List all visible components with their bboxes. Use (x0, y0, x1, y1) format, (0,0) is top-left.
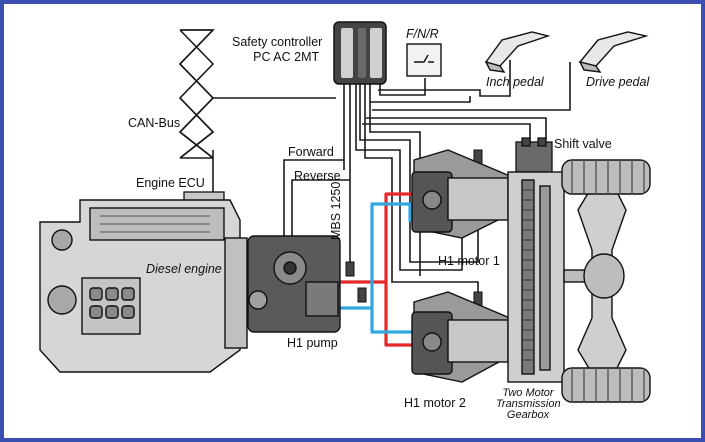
can-bus-label: CAN-Bus (128, 116, 181, 130)
h1-pump (247, 235, 341, 333)
diesel-engine-label: Diesel engine (146, 262, 222, 276)
drive-pedal-label: Drive pedal (586, 75, 650, 89)
forward-label: Forward (288, 145, 334, 159)
gearbox-label-line3: Gearbox (506, 409, 550, 421)
engine-ecu-label: Engine ECU (136, 176, 205, 190)
fnr-switch (406, 43, 442, 77)
inch-pedal (484, 31, 551, 73)
diesel-engine (39, 199, 248, 373)
shift-valve-label: Shift valve (554, 137, 612, 151)
h1-motor-1-label: H1 motor 1 (438, 254, 500, 268)
gearbox-label: Two Motor Transmission Gearbox (496, 387, 561, 421)
safety-controller-label: Safety controller PC AC 2MT (232, 36, 322, 63)
gearbox-label-line2: Transmission (496, 398, 561, 410)
wheel-top (561, 159, 651, 195)
control-wiring (178, 29, 571, 302)
wheel-bottom (561, 367, 651, 403)
h1-pump-label: H1 pump (287, 336, 338, 350)
inch-pedal-label: Inch pedal (486, 75, 544, 89)
shift-valve-block (515, 137, 553, 173)
reverse-label: Reverse (294, 169, 341, 183)
mbs-label: MBS 1250 (329, 181, 343, 240)
safety-controller (333, 21, 387, 85)
h1-motor-2 (411, 291, 511, 383)
return-line (340, 202, 420, 334)
axle-assembly (563, 189, 627, 371)
fnr-label: F/N/R (406, 27, 439, 41)
safety-controller-model: PC AC 2MT (253, 49, 320, 64)
speed-sensors (345, 149, 483, 309)
safety-controller-title: Safety controller (232, 35, 323, 49)
h1-motor-1 (411, 149, 511, 239)
gearbox-label-line1: Two Motor (502, 387, 554, 399)
h1-motor-2-label: H1 motor 2 (404, 396, 466, 410)
two-motor-gearbox (507, 171, 565, 383)
drive-pedal (578, 31, 649, 73)
